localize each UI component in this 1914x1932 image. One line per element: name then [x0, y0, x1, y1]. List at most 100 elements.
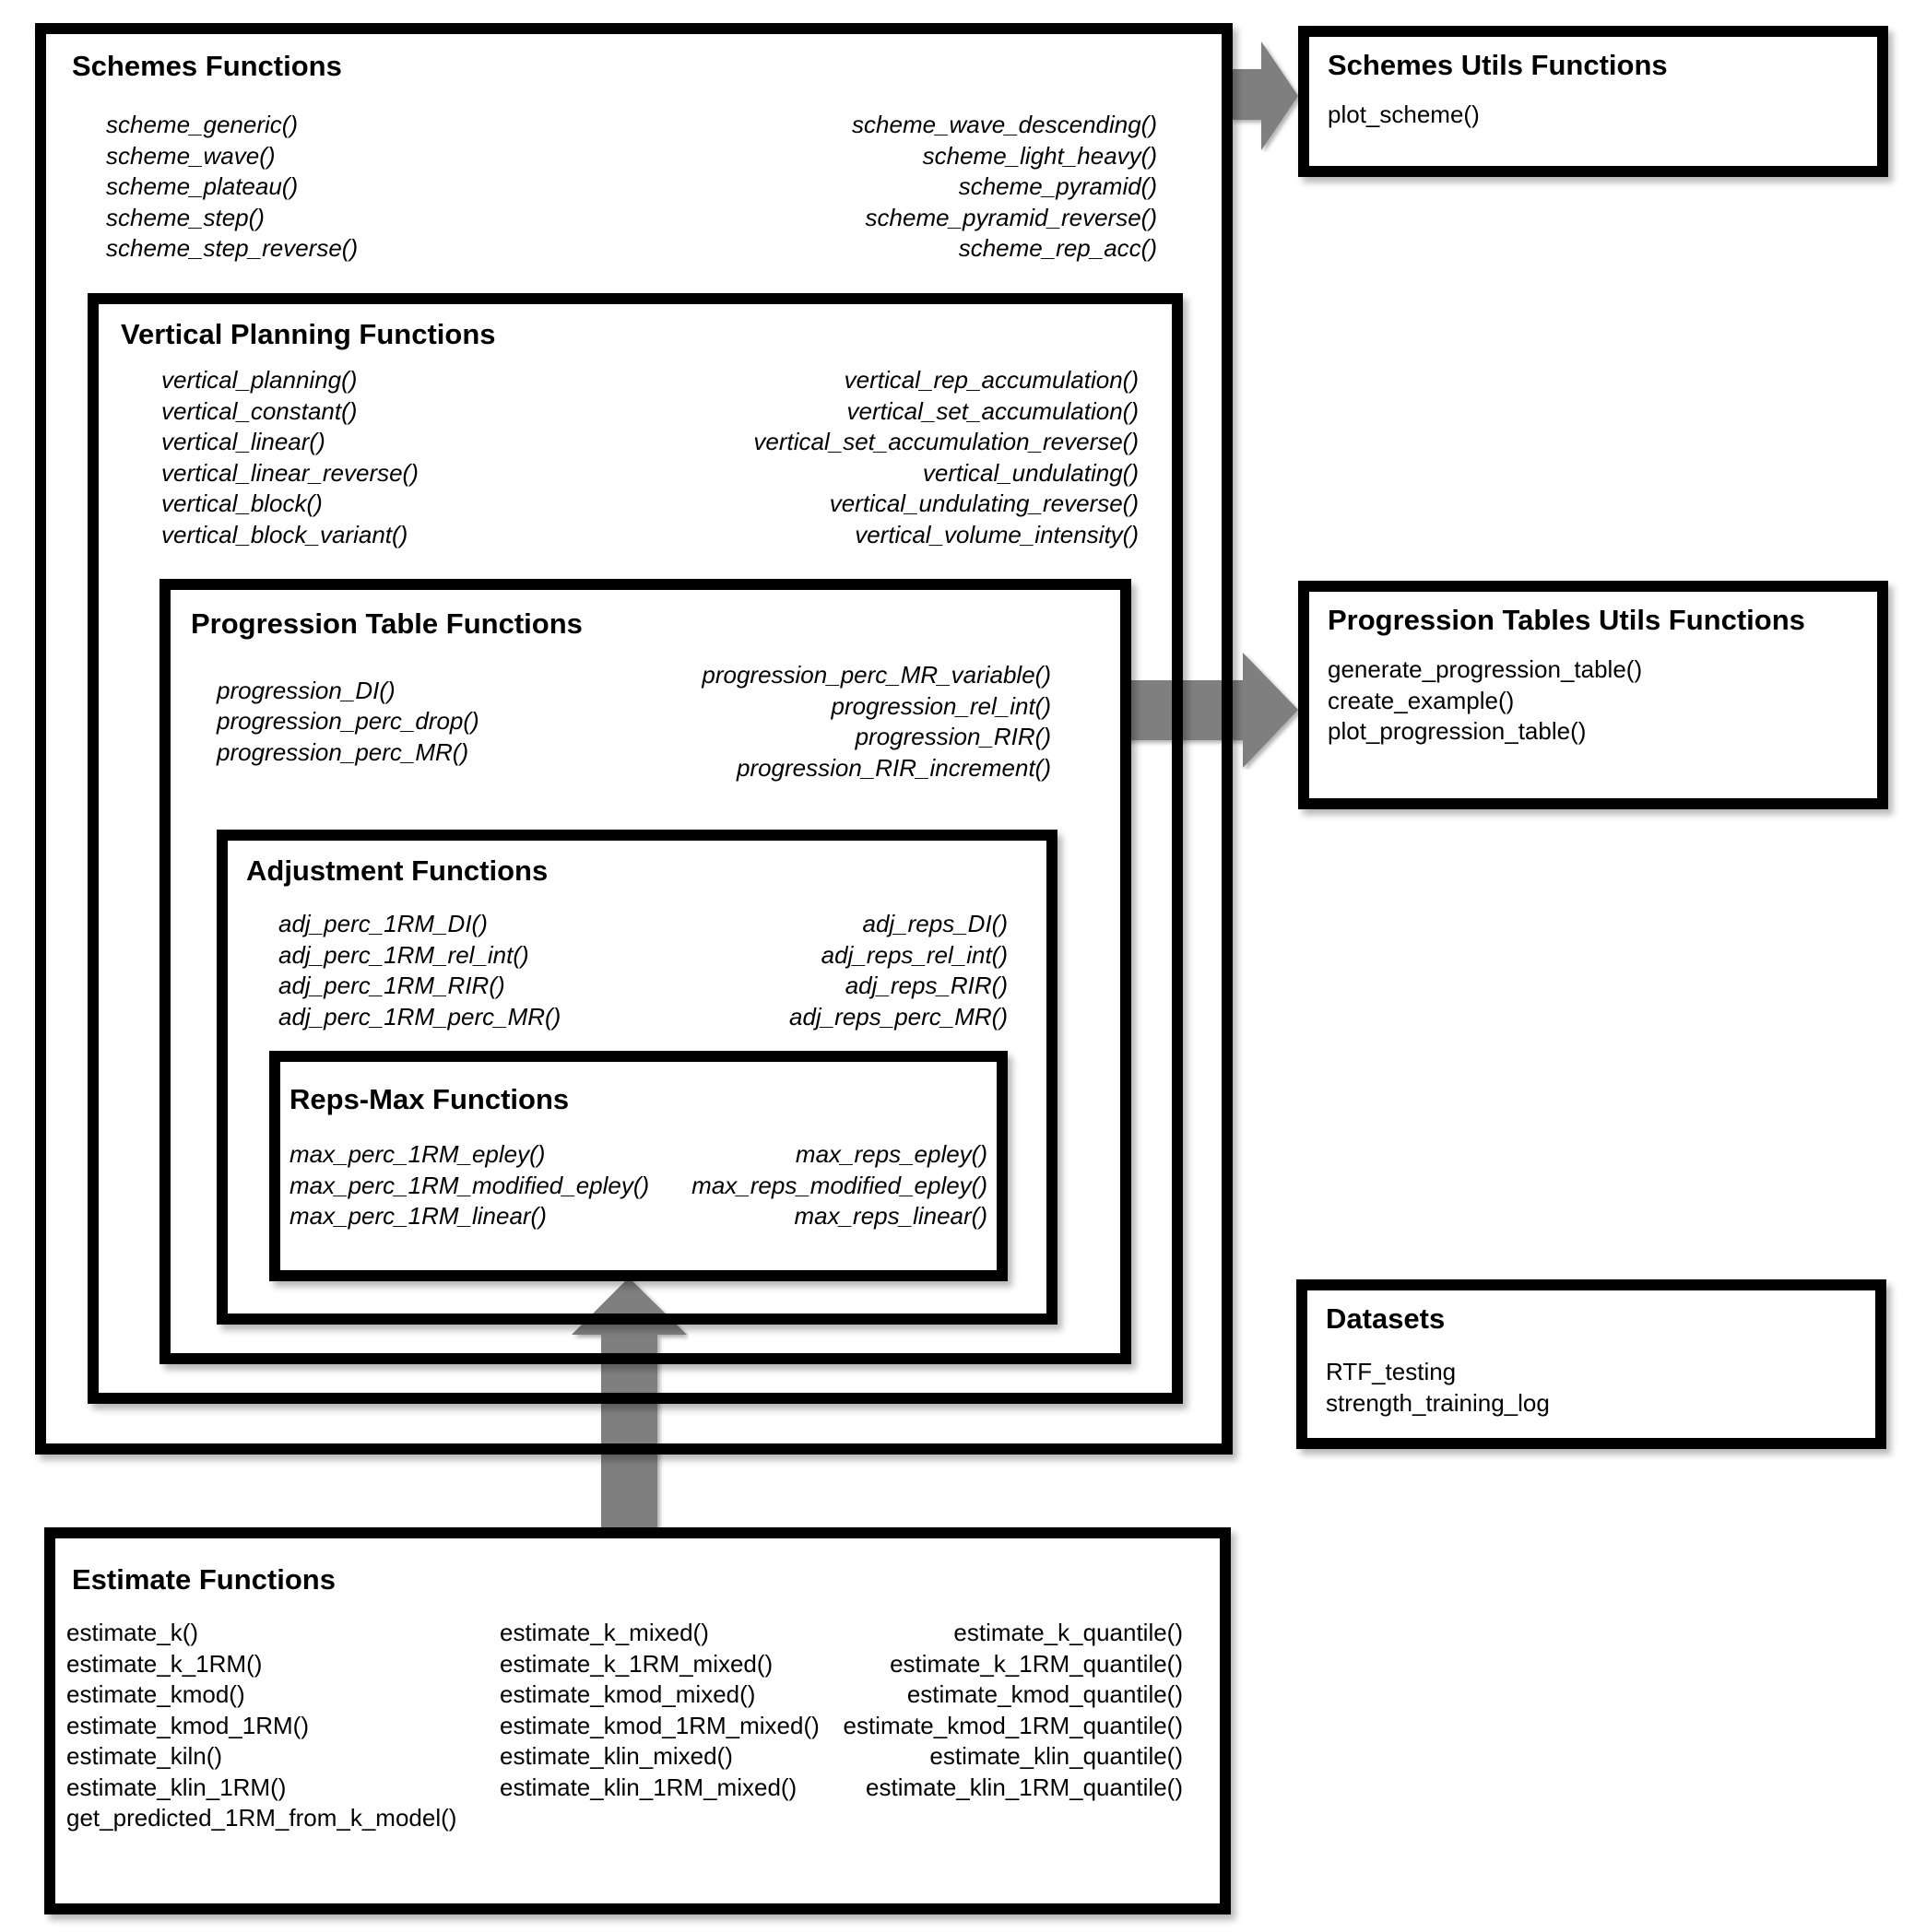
function-item: adj_perc_1RM_DI() [278, 910, 488, 937]
box-vertical-planning-functions: Vertical Planning Functions vertical_pla… [88, 293, 1183, 1404]
function-item: estimate_k_1RM_mixed() [500, 1649, 774, 1678]
reps-max-functions-title: Reps-Max Functions [289, 1083, 570, 1115]
box-schemes-functions: Schemes Functions scheme_generic()scheme… [35, 23, 1233, 1455]
progression-utils-title: Progression Tables Utils Functions [1328, 604, 1805, 636]
function-item: scheme_step() [106, 203, 265, 231]
function-item: vertical_constant() [161, 396, 358, 425]
function-item: adj_reps_rel_int() [821, 940, 1008, 969]
function-item: max_reps_modified_epley() [691, 1171, 987, 1199]
function-item: estimate_klin_mixed() [500, 1742, 733, 1770]
function-item: adj_perc_1RM_rel_int() [278, 940, 529, 969]
function-item: max_reps_linear() [794, 1202, 987, 1230]
function-item: create_example() [1328, 686, 1515, 714]
function-item: progression_perc_MR() [217, 737, 469, 766]
function-item: scheme_wave() [106, 141, 276, 170]
box-progression-table-functions: Progression Table Functions progression_… [160, 579, 1131, 1364]
function-item: scheme_pyramid() [958, 172, 1157, 200]
function-item: estimate_kmod_1RM_quantile() [843, 1711, 1183, 1739]
progression-function-list-left: progression_DI() progression_perc_drop()p… [217, 676, 479, 769]
datasets-list: RTF_testing strength_training_log [1326, 1357, 1857, 1419]
function-item: get_predicted_1RM_from_k_model() [66, 1804, 457, 1832]
function-item: estimate_klin_1RM_quantile() [866, 1773, 1183, 1801]
function-item: progression_RIR_increment() [736, 753, 1051, 782]
function-item: progression_RIR() [855, 723, 1051, 750]
function-item: estimate_k_1RM_quantile() [890, 1649, 1183, 1678]
function-item: strength_training_log [1326, 1388, 1550, 1417]
function-item: adj_reps_DI() [862, 910, 1008, 937]
function-item: estimate_k() [66, 1619, 199, 1646]
vertical-function-list-right: vertical_rep_accumulation()vertical_set_… [753, 365, 1139, 550]
function-item: adj_perc_1RM_RIR() [278, 972, 505, 999]
schemes-utils-title: Schemes Utils Functions [1328, 49, 1668, 81]
function-item: vertical_block() [161, 489, 323, 517]
estimate-functions-title: Estimate Functions [72, 1563, 336, 1596]
function-item: vertical_rep_accumulation() [844, 366, 1139, 394]
vertical-planning-title: Vertical Planning Functions [121, 318, 496, 350]
function-item: estimate_kmod_1RM_mixed() [500, 1711, 820, 1739]
function-item: estimate_k_quantile() [953, 1619, 1183, 1646]
function-item: max_perc_1RM_linear() [289, 1202, 547, 1230]
function-item: vertical_set_accumulation_reverse() [753, 428, 1139, 455]
function-item: generate_progression_table() [1328, 655, 1643, 683]
function-item: vertical_block_variant() [161, 520, 408, 548]
function-item: scheme_wave_descending() [852, 111, 1157, 138]
arrow-progression-to-progression-utils-icon [1123, 653, 1298, 768]
function-item: scheme_rep_acc() [958, 234, 1157, 262]
function-item: estimate_kmod_quantile() [906, 1680, 1183, 1708]
repsmax-function-list-left: max_perc_1RM_epley() max_perc_1RM_modifie… [289, 1139, 649, 1232]
function-item: scheme_light_heavy() [922, 141, 1157, 170]
schemes-function-list-left: scheme_generic() scheme_wave()scheme_plat… [106, 110, 358, 265]
function-item: adj_reps_RIR() [845, 972, 1008, 999]
adjustment-function-list-left: adj_perc_1RM_DI() adj_perc_1RM_rel_int()a… [278, 909, 561, 1032]
box-progression-tables-utils-functions: Progression Tables Utils Functions gener… [1298, 581, 1888, 809]
function-item: progression_DI() [217, 676, 396, 704]
function-item: plot_scheme() [1328, 100, 1480, 128]
function-item: vertical_planning() [161, 366, 358, 394]
function-item: estimate_kmod() [66, 1680, 245, 1708]
function-item: adj_perc_1RM_perc_MR() [278, 1002, 561, 1031]
function-item: estimate_kmod_1RM() [66, 1711, 309, 1739]
estimate-function-list-col2: estimate_k_mixed() estimate_k_1RM_mixed()… [500, 1618, 843, 1803]
box-estimate-functions: Estimate Functions estimate_k() estimate_… [44, 1527, 1231, 1914]
schemes-function-list-right: scheme_wave_descending() scheme_light_hea… [852, 110, 1157, 265]
function-item: scheme_generic() [106, 111, 299, 138]
progression-function-list-right: progression_perc_MR_variable()progressio… [702, 660, 1051, 783]
function-item: estimate_kiln() [66, 1742, 223, 1770]
function-item: progression_perc_drop() [217, 707, 479, 736]
function-item: max_perc_1RM_modified_epley() [289, 1171, 650, 1199]
function-item: estimate_k_mixed() [500, 1619, 709, 1646]
progression-table-title: Progression Table Functions [191, 607, 583, 640]
repsmax-function-list-right: max_reps_epley() max_reps_modified_epley(… [691, 1139, 987, 1232]
function-item: RTF_testing [1326, 1358, 1457, 1385]
box-schemes-utils-functions: Schemes Utils Functions plot_scheme() [1298, 26, 1888, 177]
adjustment-function-list-right: adj_reps_DI() adj_reps_rel_int() adj_reps_… [789, 909, 1008, 1032]
function-item: vertical_volume_intensity() [855, 520, 1139, 548]
function-item: max_perc_1RM_epley() [289, 1140, 546, 1168]
progression-utils-function-list: generate_progression_table() create_examp… [1328, 654, 1859, 748]
box-reps-max-functions: Reps-Max Functions max_perc_1RM_epley()m… [269, 1051, 1008, 1281]
function-item: vertical_undulating_reverse() [829, 489, 1139, 517]
function-item: progression_perc_MR_variable() [702, 661, 1051, 689]
schemes-functions-title: Schemes Functions [72, 50, 342, 82]
function-item: estimate_klin_1RM_mixed() [500, 1773, 798, 1801]
function-item: vertical_linear() [161, 428, 325, 455]
function-item: vertical_set_accumulation() [846, 396, 1139, 425]
function-item: vertical_linear_reverse() [161, 458, 419, 487]
adjustment-functions-title: Adjustment Functions [246, 854, 549, 887]
function-item: vertical_undulating() [922, 458, 1139, 487]
function-item: estimate_klin_quantile() [929, 1742, 1183, 1770]
box-adjustment-functions: Adjustment Functions adj_perc_1RM_DI()ad… [217, 830, 1057, 1325]
arrow-schemes-to-schemes-utils-icon [1231, 41, 1298, 150]
estimate-function-list-col3: estimate_k_quantile() estimate_k_1RM_quan… [843, 1618, 1183, 1803]
function-item: adj_reps_perc_MR() [789, 1002, 1008, 1031]
function-item: max_reps_epley() [795, 1140, 987, 1168]
function-item: progression_rel_int() [831, 691, 1051, 720]
function-item: scheme_step_reverse() [106, 234, 359, 262]
function-item: scheme_plateau() [106, 172, 299, 200]
schemes-utils-function-list: plot_scheme() [1328, 100, 1859, 131]
function-item: estimate_kmod_mixed() [500, 1680, 756, 1708]
vertical-function-list-left: vertical_planning()vertical_constant()ve… [161, 365, 419, 550]
arrow-estimate-to-repsmax-icon [572, 1278, 687, 1536]
function-item: estimate_k_1RM() [66, 1649, 263, 1678]
